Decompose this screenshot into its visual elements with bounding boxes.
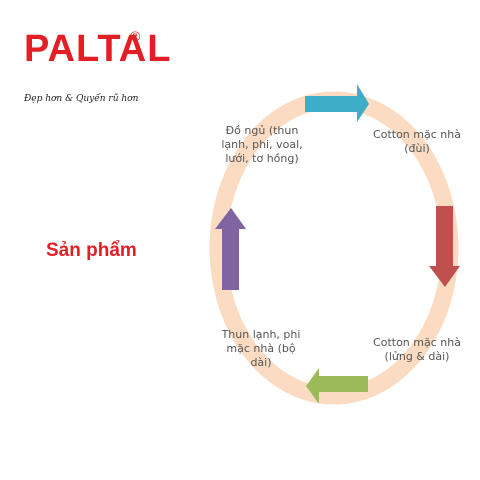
brand-logo: PALTAL <box>24 28 172 70</box>
arrow-bottom-green <box>306 368 368 404</box>
cycle-label-thun-lanh: Thun lạnh, phi mặc nhà (bộ dài) <box>221 328 301 369</box>
registered-mark: ® <box>130 28 141 44</box>
arrow-left-purple <box>215 208 246 290</box>
cycle-label-cotton-long: Cotton mặc nhà (lửng & dài) <box>373 336 461 363</box>
cycle-label-cotton-shorts: Cotton mặc nhà (đùi) <box>373 128 461 155</box>
brand-tagline: Đẹp hơn & Quyến rũ hơn <box>24 94 139 104</box>
arrow-top-teal <box>305 84 369 122</box>
cycle-label-do-ngu: Đồ ngủ (thun lạnh, phi, voal, lưới, tơ h… <box>221 124 303 165</box>
arrow-right-red <box>429 206 460 287</box>
section-title: Sản phẩm <box>46 240 137 261</box>
